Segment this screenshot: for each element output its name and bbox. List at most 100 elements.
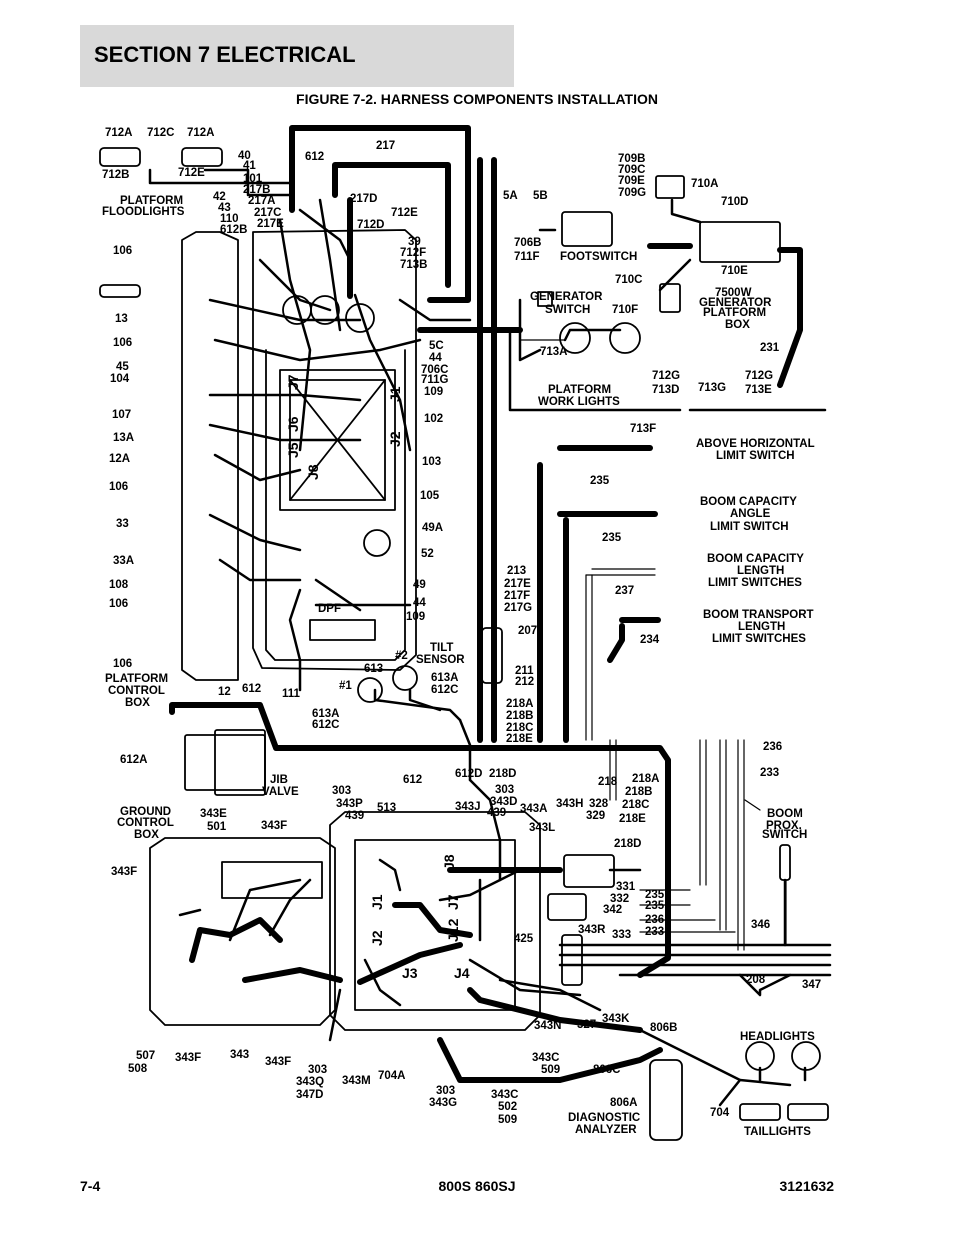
- label: 235: [645, 889, 665, 901]
- label: FOOTSWITCH: [560, 251, 637, 263]
- label: 106: [109, 598, 128, 610]
- label: CONTROL: [108, 685, 165, 697]
- label: 213: [507, 565, 526, 577]
- label: 343C: [532, 1052, 560, 1064]
- label: 347D: [296, 1089, 324, 1101]
- label: 712A: [105, 127, 133, 139]
- label: J8: [441, 854, 457, 870]
- label: 218D: [489, 768, 517, 780]
- label: 235: [645, 900, 665, 912]
- label: ANALYZER: [575, 1124, 637, 1136]
- label: 706C: [421, 364, 449, 376]
- label: 102: [424, 413, 443, 425]
- label: 343G: [429, 1097, 457, 1109]
- label: 5C: [429, 340, 444, 352]
- label: 106: [113, 337, 132, 349]
- label: 218A: [632, 773, 660, 785]
- label: 303: [332, 785, 351, 797]
- label: 218C: [622, 799, 650, 811]
- label: 104: [110, 373, 130, 385]
- label: 704: [710, 1107, 730, 1119]
- label: BOX: [134, 829, 159, 841]
- label: BOOM CAPACITY: [700, 496, 797, 508]
- label: TILT: [430, 642, 453, 654]
- label: 52: [421, 548, 434, 560]
- label: 709G: [618, 187, 646, 199]
- label: SWITCH: [545, 304, 590, 316]
- label: 12A: [109, 453, 130, 465]
- label: HEADLIGHTS: [740, 1031, 815, 1043]
- label: 712B: [102, 169, 130, 181]
- label: 303: [495, 784, 514, 796]
- label: 103: [422, 456, 441, 468]
- label: J2: [369, 930, 385, 946]
- label: 5A: [503, 190, 518, 202]
- label: 343F: [111, 866, 137, 878]
- label: 106: [109, 481, 128, 493]
- label: 343M: [342, 1075, 371, 1087]
- label: BOOM TRANSPORT: [703, 609, 814, 621]
- label: 13: [115, 313, 128, 325]
- label: 218A: [506, 698, 534, 710]
- label: 44: [413, 597, 426, 609]
- label: J4: [454, 965, 470, 981]
- label: 710F: [612, 304, 638, 316]
- label: 343E: [200, 808, 227, 820]
- label: 343F: [175, 1052, 201, 1064]
- label: BOX: [725, 319, 750, 331]
- label: 713G: [698, 382, 726, 394]
- label: BOX: [125, 697, 150, 709]
- label: PLATFORM: [105, 673, 168, 685]
- label: 711G: [421, 374, 449, 386]
- label: PLATFORM: [703, 307, 766, 319]
- label: 806C: [593, 1064, 621, 1076]
- label: 806A: [610, 1097, 638, 1109]
- label: 713D: [652, 384, 680, 396]
- label: 806B: [650, 1022, 678, 1034]
- label: 612: [242, 683, 261, 695]
- label: 343Q: [296, 1076, 324, 1088]
- main-harness-wires: [169, 125, 803, 1083]
- label: PLATFORM: [120, 195, 183, 207]
- label: J12: [445, 918, 461, 942]
- label: 425: [514, 933, 534, 945]
- label: 712E: [178, 167, 205, 179]
- label: PROX.: [766, 820, 802, 832]
- label: LIMIT SWITCHES: [708, 577, 802, 589]
- label: 439: [487, 807, 506, 819]
- label: 217A: [248, 195, 276, 207]
- label: 712A: [187, 127, 215, 139]
- label: 347: [802, 979, 821, 991]
- label: 234: [640, 634, 660, 646]
- page-number: 7-4: [80, 1178, 101, 1194]
- label: 109: [406, 611, 425, 623]
- label: 303: [308, 1064, 327, 1076]
- label: 710A: [691, 178, 719, 190]
- label: 333: [612, 929, 631, 941]
- label: J3: [402, 965, 418, 981]
- label: 107: [112, 409, 131, 421]
- label: J7: [445, 894, 461, 910]
- label: 105: [420, 490, 440, 502]
- label: 217B: [243, 184, 271, 196]
- thin-wires: [519, 339, 787, 951]
- label: 237: [615, 585, 634, 597]
- label: LIMIT SWITCHES: [712, 633, 806, 645]
- label: SWITCH: [762, 829, 807, 841]
- label: 612A: [120, 754, 148, 766]
- label: 328: [589, 798, 609, 810]
- label: J5: [285, 442, 301, 458]
- section-header: SECTION 7 ELECTRICAL: [80, 25, 514, 87]
- bundled-cable: [558, 943, 832, 977]
- label: 33: [116, 518, 129, 530]
- label: 217E: [504, 578, 531, 590]
- label: 43: [218, 202, 231, 214]
- label: VALVE: [262, 786, 299, 798]
- label: 39: [408, 236, 421, 248]
- label: WORK LIGHTS: [538, 396, 620, 408]
- label: 235: [602, 532, 622, 544]
- label: 236: [763, 741, 782, 753]
- label: 217: [376, 140, 395, 152]
- label: 343J: [455, 801, 481, 813]
